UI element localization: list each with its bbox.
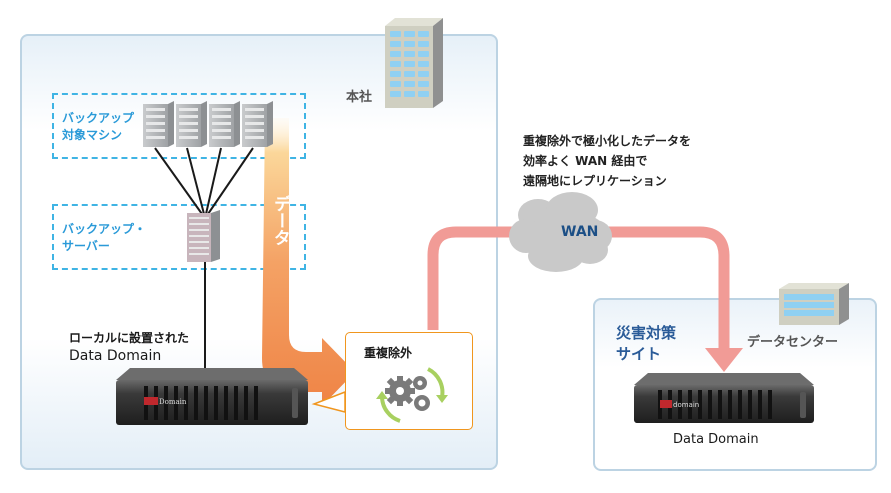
datacenter-label: データセンター	[747, 335, 839, 350]
server-icon	[176, 101, 207, 147]
wan-description-line1: 重複除外で極小化したデータを	[523, 134, 692, 148]
dr-site-label: 災害対策 サイト	[616, 323, 676, 365]
backup-targets-group	[52, 93, 306, 159]
dr-site-label-line1: 災害対策	[616, 324, 677, 342]
dedup-callout: 重複除外	[345, 332, 473, 430]
local-data-domain-label: ローカルに設置された Data Domain	[69, 330, 189, 365]
remote-data-domain-label: Data Domain	[673, 432, 759, 447]
dr-site-label-line2: サイト	[616, 345, 662, 363]
remote-data-domain-appliance: domain	[634, 373, 814, 423]
backup-server-label-line2: サーバー	[62, 239, 110, 253]
headquarters-building-icon	[385, 18, 443, 108]
network-lines	[154, 147, 254, 368]
local-dd-label-line2: Data Domain	[69, 348, 162, 364]
backup-server-label-line1: バックアップ・	[62, 222, 147, 236]
backup-targets-label-line1: バックアップ	[62, 111, 135, 125]
server-icon	[242, 101, 273, 147]
backup-server-icon	[187, 210, 220, 262]
brand-logo: Domain	[159, 398, 187, 406]
data-flow-label: データ	[270, 195, 290, 246]
brand-logo: domain	[673, 401, 699, 409]
local-dd-label-line1: ローカルに設置された	[69, 331, 190, 345]
backup-targets-label-line2: 対象マシン	[62, 128, 123, 142]
wan-description: 重複除外で極小化したデータを 効率よく WAN 経由で 遠隔地にレプリケーション	[523, 131, 691, 191]
datacenter-icon	[779, 283, 849, 325]
backup-server-label: バックアップ・ サーバー	[62, 221, 146, 255]
server-icon	[209, 101, 240, 147]
backup-server-group	[52, 204, 306, 270]
replication-arrow-head	[705, 348, 743, 372]
wan-description-line3: 遠隔地にレプリケーション	[523, 174, 667, 188]
backup-target-servers	[143, 101, 273, 147]
wan-description-line2: 効率よく WAN 経由で	[523, 154, 648, 168]
backup-targets-label: バックアップ 対象マシン	[62, 110, 134, 144]
server-icon	[143, 101, 174, 147]
wan-label: WAN	[561, 224, 599, 240]
dedup-label: 重複除外	[364, 346, 413, 360]
local-data-domain-appliance: Domain	[116, 368, 308, 425]
wan-cloud-icon	[509, 192, 612, 272]
data-flow-arrow	[262, 118, 355, 406]
gears-icon	[376, 367, 448, 423]
headquarters-label: 本社	[346, 90, 373, 105]
